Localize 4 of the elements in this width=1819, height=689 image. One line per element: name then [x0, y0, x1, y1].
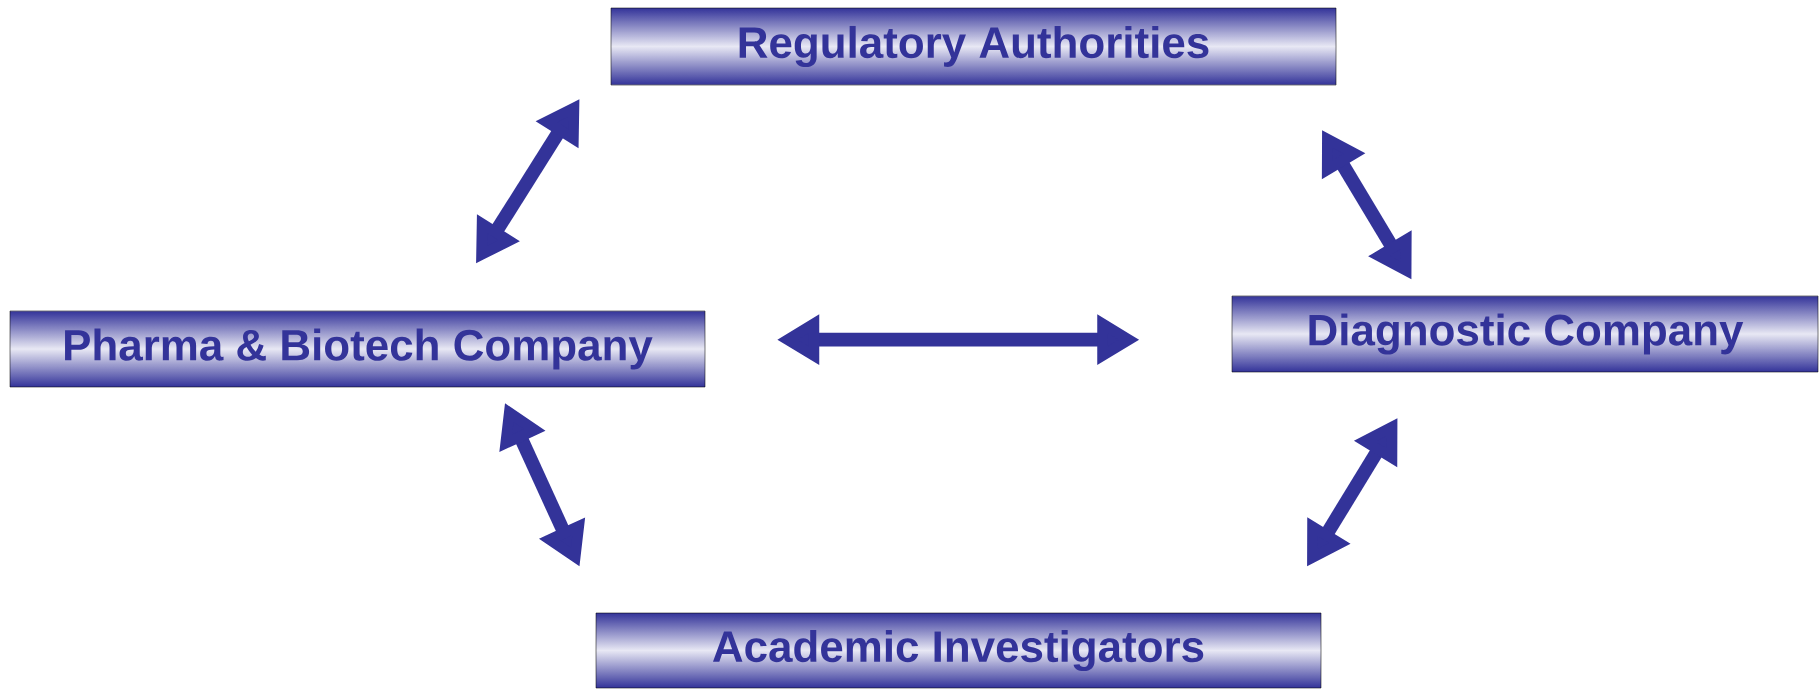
- label-box: Regulatory Authorities: [610, 7, 1337, 86]
- label-box: Pharma & Biotech Company: [9, 310, 706, 388]
- label-box: Diagnostic Company: [1231, 295, 1819, 373]
- label-box: Academic Investigators: [595, 612, 1322, 689]
